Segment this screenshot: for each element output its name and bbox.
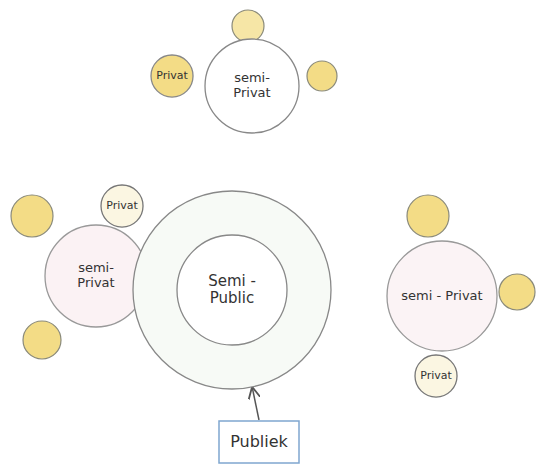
zone-label: semi- Privat [217,71,287,101]
text-holder: Privat [414,354,458,398]
inner-circle-outline [177,235,287,345]
private-circle: Privat [150,54,194,98]
text-holder: semi- Privat [44,224,148,328]
private-circle [23,321,61,359]
zone-label: Privat [106,200,138,213]
semi-public-zone: Semi - Public [132,190,332,390]
semi-private-circle: semi- Privat [44,224,148,328]
semi-private-circle: semi - Privat [386,240,498,352]
text-holder: Semi - Public [132,190,332,390]
box-outline [219,421,299,463]
zone-label: Privat [156,70,188,83]
circle-outline [151,55,193,97]
text-holder: Privat [150,54,194,98]
private-circle [407,195,449,237]
circle-outline [101,185,143,227]
circle-outline [45,225,147,327]
text-holder: semi- Privat [204,38,300,134]
text-holder: Publiek [218,420,300,464]
zone-label: Privat [420,370,452,383]
entry-arrow [252,388,259,420]
text-holder: Privat [100,184,144,228]
semi-private-circle: semi- Privat [204,38,300,134]
zone-label: semi - Privat [401,289,482,304]
private-circle [232,10,264,42]
text-holder: semi - Privat [386,240,498,352]
private-circle [307,61,337,91]
circle-outline [387,241,497,351]
circle-outline [415,355,457,397]
zone-label: Semi - Public [187,273,277,308]
circle-outline [205,39,299,133]
zone-label: Publiek [230,433,288,451]
public-box: Publiek [218,420,300,464]
private-circle: Privat [100,184,144,228]
zone-label: semi- Privat [61,261,131,291]
private-circle [499,274,535,310]
private-circle [11,195,53,237]
private-circle: Privat [414,354,458,398]
circle-outline [133,191,331,389]
